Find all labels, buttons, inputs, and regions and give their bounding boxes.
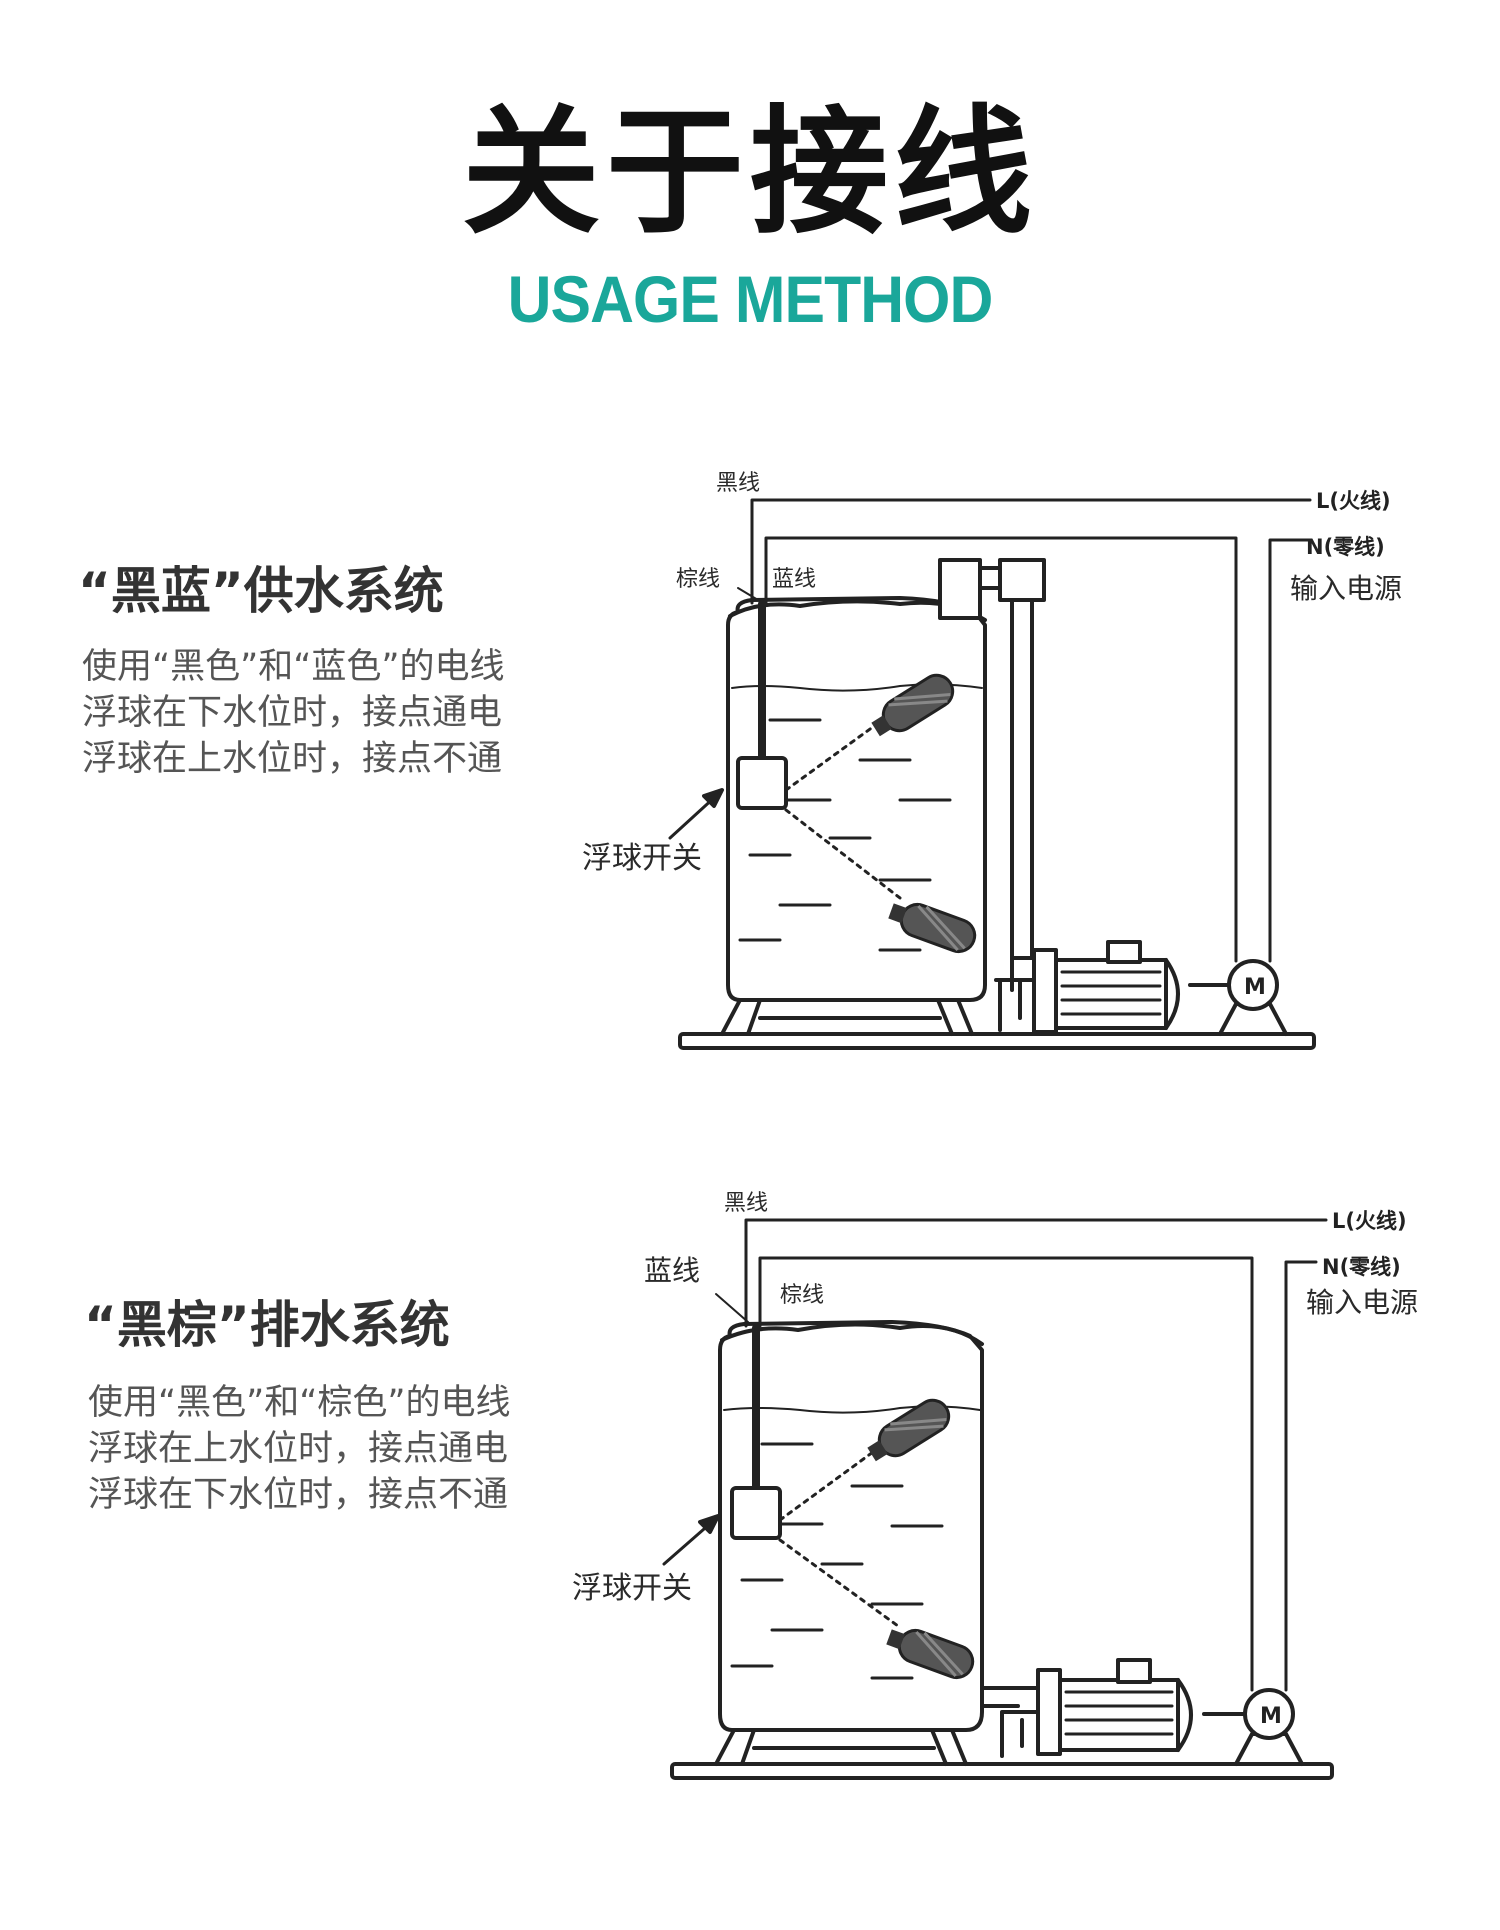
pump-terminal-box [1106,940,1142,964]
float-switch-box-2 [730,1486,782,1540]
label-brown-wire-2: 棕线 [780,1283,824,1308]
pump-endcap [1164,958,1180,1030]
label-blue-wire: 蓝线 [772,567,816,592]
float-arrow-head-2 [698,1514,720,1534]
float-switch-box [736,756,788,810]
wire-live [750,498,1312,605]
wire-neutral-2 [1284,1260,1318,1692]
wire-live-2 [744,1218,1328,1328]
section-1-line-1: 使用“黑色”和“蓝色”的电线 [82,647,505,687]
float-path-lower [784,808,902,900]
label-neutral: N(零线) [1306,535,1385,559]
pump-terminal-box-2 [1116,1658,1152,1684]
float-upper [871,673,955,737]
label-live: L(火线) [1316,489,1391,513]
float-lower-2 [886,1628,975,1680]
pump-inlet [994,956,1042,1032]
pump-inlet-2 [980,1686,1042,1758]
section-2-line-1: 使用“黑色”和“棕色”的电线 [88,1383,511,1423]
tank-top-rim-2 [720,1322,984,1346]
label-power-input-2: 输入电源 [1306,1286,1418,1319]
wire-blue-stub [715,1293,749,1323]
float-upper-2 [867,1398,951,1462]
float-arrow-2 [662,1520,714,1566]
section-1-line-2: 浮球在下水位时，接点通电 [82,693,503,733]
water-ripples [738,718,952,952]
wire-neutral [1268,538,1312,963]
base-plate [678,1032,1316,1050]
label-brown-wire: 棕线 [676,567,720,592]
section-1-title: “黑蓝”供水系统 [78,562,444,620]
label-blue-wire-2: 蓝线 [644,1254,700,1287]
label-black-wire: 黑线 [716,471,760,496]
water-ripples-2 [730,1442,944,1680]
motor-label: M [1244,975,1266,1000]
label-neutral-2: N(零线) [1322,1255,1401,1279]
section-2-title: “黑棕”排水系统 [84,1296,450,1354]
pipe-elbow [998,558,1046,602]
float-path-lower-2 [778,1538,900,1628]
label-power-input: 输入电源 [1290,572,1402,605]
float-path-upper-2 [778,1442,886,1522]
pump-fins-2 [1064,1690,1174,1736]
base-plate-2 [670,1762,1334,1780]
section-2-line-3: 浮球在下水位时，接点不通 [88,1475,509,1515]
pump-flange-2 [1036,1668,1062,1756]
pipe-joint [938,558,982,620]
wire-neutral-loop [764,536,1238,963]
page-subtitle: USAGE METHOD [507,262,994,336]
float-arrow-head [702,788,724,808]
section-1-line-3: 浮球在上水位时，接点不通 [82,739,503,779]
label-float-switch-2: 浮球开关 [572,1571,692,1606]
tank-stand [720,998,974,1036]
section-2-line-2: 浮球在上水位时，接点通电 [88,1429,509,1469]
float-path-upper [784,714,890,792]
pump-endcap-2 [1176,1678,1193,1752]
float-lower [888,902,977,954]
pump-fins [1060,970,1162,1016]
label-black-wire-2: 黑线 [724,1191,768,1216]
label-live-2: L(火线) [1332,1209,1407,1233]
motor-label-2: M [1260,1704,1282,1729]
tank-stand-2 [714,1728,968,1766]
label-float-switch: 浮球开关 [582,841,702,876]
wire-neutral-loop-2 [758,1256,1254,1692]
wire-brown-stub [737,587,759,601]
page-title: 关于接线 [461,92,1038,253]
